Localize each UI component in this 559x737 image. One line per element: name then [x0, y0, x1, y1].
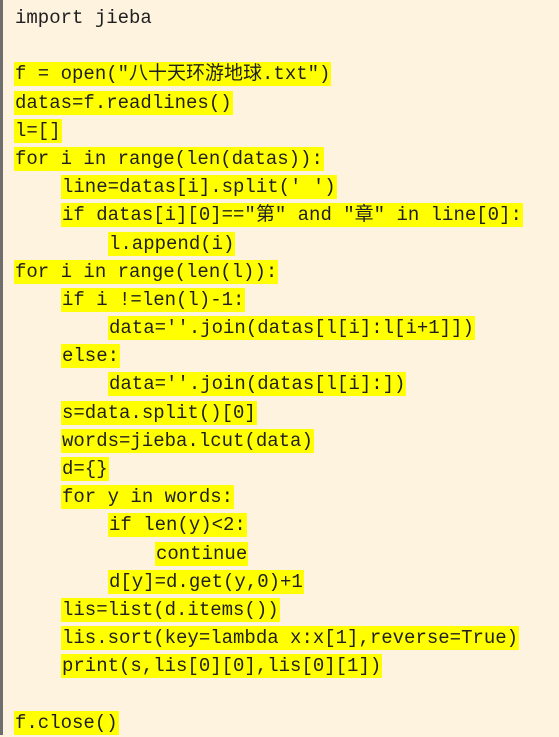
code-text: continue [155, 541, 249, 566]
code-line-2 [14, 32, 559, 60]
code-line-1: import jieba [14, 4, 559, 32]
code-text: print(s,lis[0][0],lis[0][1]) [61, 654, 383, 679]
code-text: f.close() [14, 710, 119, 735]
code-block: import jieba f = open("八十天环游地球.txt") dat… [14, 4, 559, 737]
code-text: d[y]=d.get(y,0)+1 [108, 569, 304, 594]
code-line-24: print(s,lis[0][0],lis[0][1]) [14, 652, 559, 680]
code-text: if datas[i][0]=="第" and "章" in line[0]: [61, 203, 523, 228]
code-text: for i in range(len(datas)): [14, 146, 324, 171]
code-text: d={} [61, 457, 109, 481]
code-line-25 [14, 681, 559, 709]
code-line-20: continue [14, 540, 559, 568]
code-line-15: s=data.split()[0] [14, 399, 559, 427]
code-line-5: l=[] [14, 117, 559, 145]
code-line-21: d[y]=d.get(y,0)+1 [14, 568, 559, 596]
code-text: if i !=len(l)-1: [61, 287, 246, 312]
code-line-19: if len(y)<2: [14, 511, 559, 539]
code-line-18: for y in words: [14, 483, 559, 511]
code-line-23: lis.sort(key=lambda x:x[1],reverse=True) [14, 624, 559, 652]
code-text: datas=f.readlines() [14, 90, 233, 115]
code-line-13: else: [14, 342, 559, 370]
code-line-10: for i in range(len(l)): [14, 258, 559, 286]
code-line-3: f = open("八十天环游地球.txt") [14, 60, 559, 88]
code-line-8: if datas[i][0]=="第" and "章" in line[0]: [14, 201, 559, 229]
code-line-26: f.close() [14, 709, 559, 737]
code-line-22: lis=list(d.items()) [14, 596, 559, 624]
code-line-6: for i in range(len(datas)): [14, 145, 559, 173]
code-line-12: data=''.join(datas[l[i]:l[i+1]]) [14, 314, 559, 342]
code-text: for y in words: [61, 485, 235, 510]
code-text: line=datas[i].split(' ') [61, 175, 337, 200]
code-text: import jieba [15, 7, 152, 29]
code-text: lis=list(d.items()) [61, 597, 280, 622]
code-text: lis.sort(key=lambda x:x[1],reverse=True) [61, 626, 520, 651]
code-text: data=''.join(datas[l[i]:]) [108, 372, 407, 397]
code-text: if len(y)<2: [108, 513, 247, 538]
code-text: f = open("八十天环游地球.txt") [14, 62, 332, 87]
window-edge [0, 0, 3, 735]
code-line-7: line=datas[i].split(' ') [14, 173, 559, 201]
code-text: data=''.join(datas[l[i]:l[i+1]]) [108, 316, 475, 341]
code-text: l.append(i) [108, 231, 236, 256]
code-line-4: datas=f.readlines() [14, 89, 559, 117]
code-line-11: if i !=len(l)-1: [14, 286, 559, 314]
code-line-17: d={} [14, 455, 559, 483]
code-text: else: [61, 344, 121, 369]
code-line-14: data=''.join(datas[l[i]:]) [14, 370, 559, 398]
code-text: for i in range(len(l)): [14, 259, 279, 284]
code-text: l=[] [14, 118, 62, 143]
code-line-9: l.append(i) [14, 230, 559, 258]
code-text: s=data.split()[0] [61, 400, 257, 425]
code-text: words=jieba.lcut(data) [61, 428, 314, 453]
code-line-16: words=jieba.lcut(data) [14, 427, 559, 455]
